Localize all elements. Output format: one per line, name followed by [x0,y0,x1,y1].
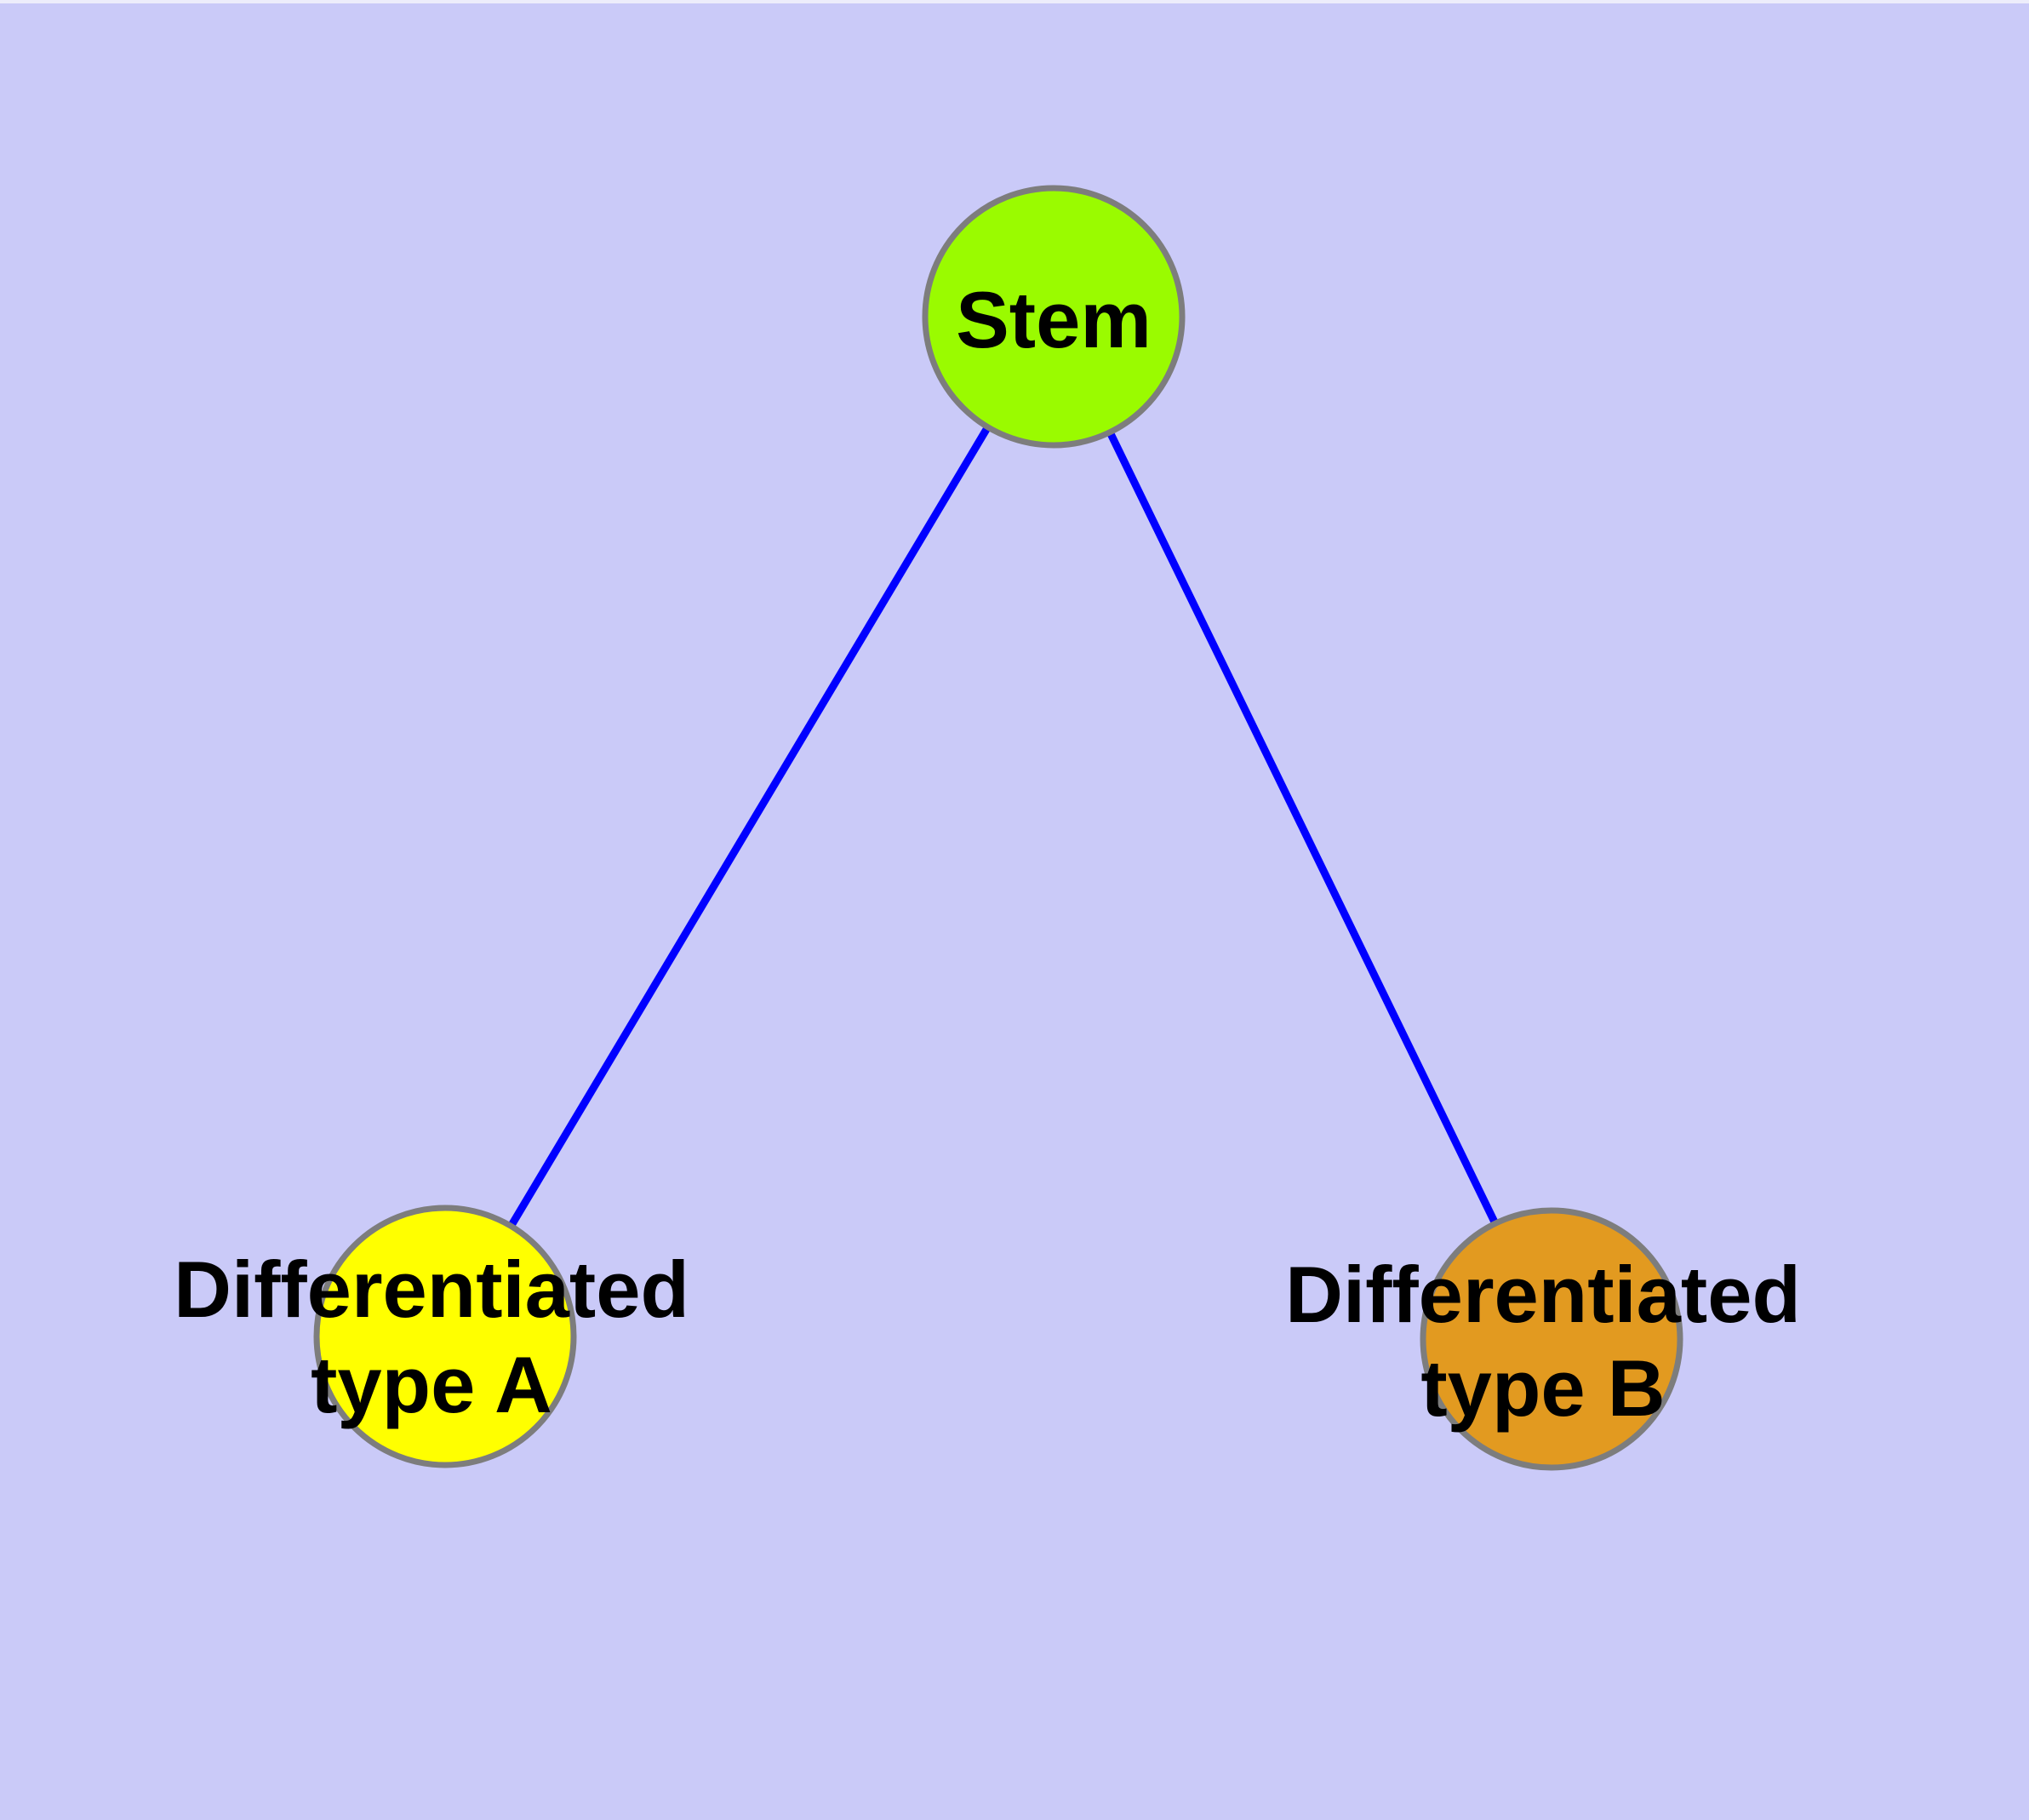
window-top-edge-highlight [0,0,2029,3]
edge-stem-to-type-a [442,314,1057,1339]
node-type-a-label-line1: Differentiated [174,1245,689,1334]
node-stem-label: Stem [956,275,1152,364]
node-differentiated-type-a [313,1205,577,1468]
edge-stem-to-type-b [1049,315,1556,1341]
node-stem [922,185,1186,449]
node-type-b-label-line1: Differentiated [1285,1250,1801,1339]
node-type-b-label-line2: type B [1420,1343,1665,1433]
node-type-a-label-line2: type A [311,1340,552,1429]
node-differentiated-type-b [1420,1207,1683,1471]
